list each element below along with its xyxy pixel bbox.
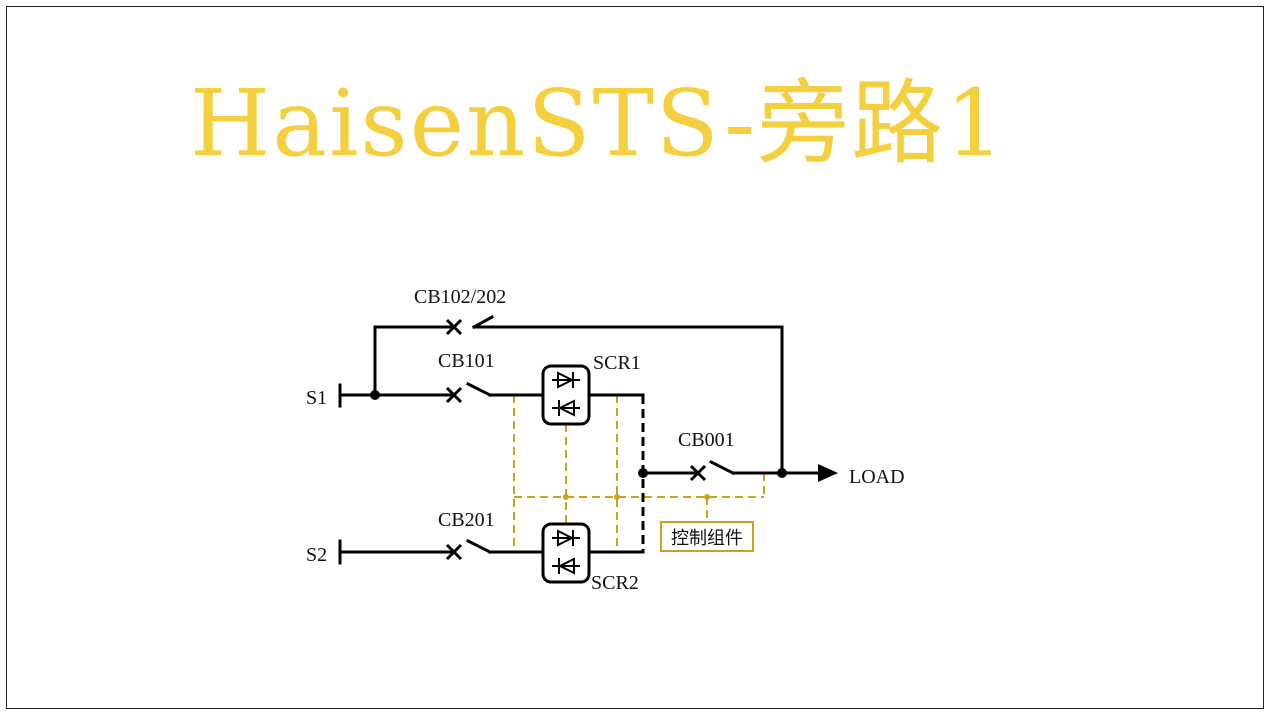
scr2-label: SCR2 xyxy=(591,572,639,594)
cb101-x-mark xyxy=(445,386,463,404)
breaker-marks xyxy=(445,318,707,561)
cb101-label: CB101 xyxy=(438,350,495,372)
scr1-label: SCR1 xyxy=(593,352,641,374)
junction-dots xyxy=(370,390,787,478)
slide-frame xyxy=(6,6,1264,709)
cb102-202-x-mark xyxy=(445,318,463,336)
control-junctions xyxy=(563,494,710,500)
power-wiring xyxy=(338,314,822,565)
s2-label: S2 xyxy=(306,544,327,566)
cb201-label: CB201 xyxy=(438,509,495,531)
control-component-box: 控制组件 xyxy=(660,521,754,552)
page-title: HaisenSTS-旁路1 xyxy=(190,70,1006,177)
cb201-x-mark xyxy=(445,543,463,561)
cb001-x-mark xyxy=(689,464,707,482)
load-label: LOAD xyxy=(849,466,905,488)
scr2-thyristor-icon xyxy=(541,522,591,584)
scr1-thyristor-icon xyxy=(541,364,591,426)
load-arrow-icon xyxy=(818,464,838,482)
s1-label: S1 xyxy=(306,387,327,409)
control-wiring xyxy=(513,395,765,552)
cb001-label: CB001 xyxy=(678,429,735,451)
cb102-202-label: CB102/202 xyxy=(414,286,506,308)
